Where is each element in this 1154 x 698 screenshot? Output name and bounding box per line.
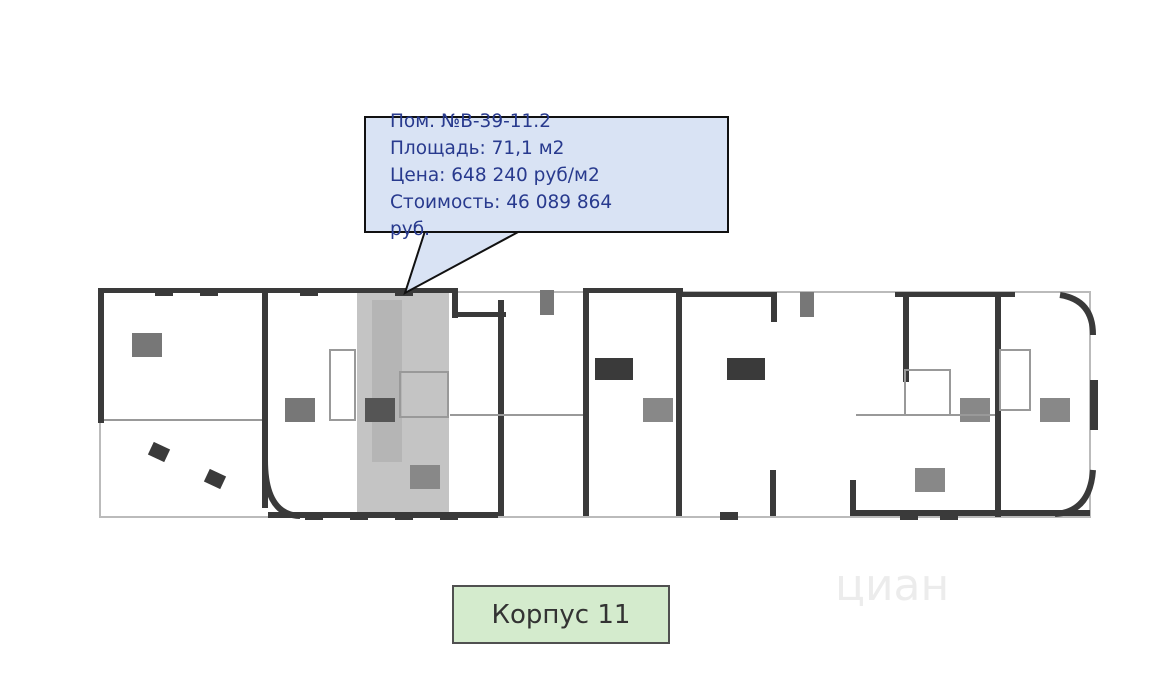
unit-area: Площадь: 71,1 м2 <box>390 138 565 159</box>
unit-cost-suffix: руб. <box>390 219 430 240</box>
watermark: циан <box>835 560 950 611</box>
tooltip-text: Пом. №В-39-11.2 Площадь: 71,1 м2 Цена: 6… <box>390 108 612 243</box>
unit-tooltip <box>364 116 729 233</box>
unit-price: Цена: 648 240 руб/м2 <box>390 165 600 186</box>
unit-number: Пом. №В-39-11.2 <box>390 111 551 132</box>
building-label-text: Корпус 11 <box>491 599 631 630</box>
unit-cost: Стоимость: 46 089 864 <box>390 192 613 213</box>
building-label[interactable]: Корпус 11 <box>452 585 670 644</box>
